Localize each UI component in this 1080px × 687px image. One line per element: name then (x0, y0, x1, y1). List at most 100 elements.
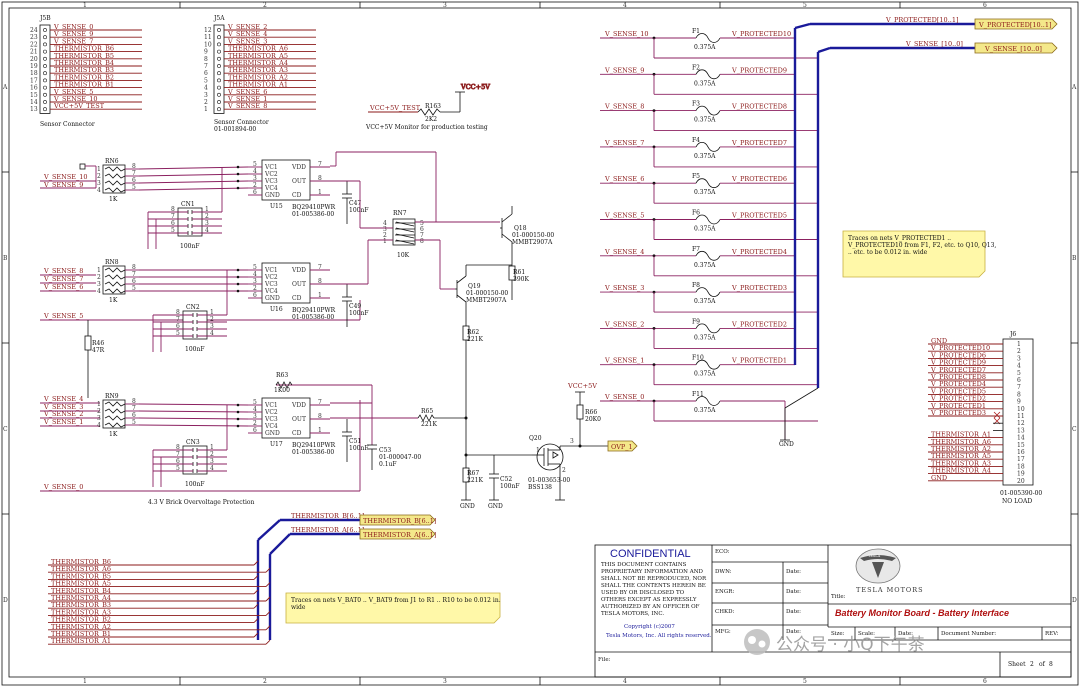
j6-net-label: THERMISTOR_A4 (931, 467, 991, 475)
j5b-ref: J5B (39, 15, 51, 22)
legal-4: SHALL THE CONTENTS HEREIN BE (601, 583, 706, 589)
r63-value: 1K00 (274, 387, 290, 394)
border-col-5-top: 5 (803, 2, 807, 9)
j5b-net-label: THERMISTOR_B1 (54, 81, 114, 89)
svg-text:8: 8 (176, 309, 180, 316)
ic-pin-label: VC3 (264, 281, 278, 288)
ic-pin-label: GND (265, 430, 280, 437)
j6-net-label: GND (931, 474, 947, 482)
j5b-net-label: THERMISTOR_B4 (54, 59, 114, 67)
j6-body (1002, 338, 1034, 486)
j6-net-label: V_PROTECTED9 (930, 359, 986, 367)
svg-text:1: 1 (97, 166, 101, 173)
fuse-ref: F7 (692, 246, 700, 253)
j5b-net-label: THERMISTOR_B2 (54, 73, 114, 81)
border-col-5-bottom: 5 (803, 678, 807, 685)
fuse-input-net: V_SENSE_8 (604, 103, 644, 111)
rn7-ref: RN7 (393, 210, 407, 217)
field-title: Title: (831, 594, 846, 600)
svg-text:5: 5 (132, 184, 136, 191)
j5a-net-label: THERMISTOR_A6 (228, 45, 288, 53)
svg-text:2: 2 (205, 213, 209, 220)
r67-value: 221K (467, 477, 483, 484)
svg-text:1: 1 (205, 206, 209, 213)
svg-text:3: 3 (570, 438, 574, 445)
ic-pin-label: VC2 (264, 274, 278, 281)
thermistor-net-label: THERMISTOR_B3 (51, 601, 111, 609)
ic-pin-number: 8 (318, 278, 322, 285)
therm-b-port[interactable]: THERMISTOR_B[6..1] (363, 517, 436, 525)
j5a-pin-num: 9 (204, 49, 208, 56)
vcc-test-rail: VCC+5V (460, 83, 490, 91)
svg-text:8: 8 (420, 238, 424, 245)
fuse-input-net: V_SENSE_3 (604, 284, 644, 292)
ic-part: BQ29410PWR (292, 442, 336, 449)
j5a-net-label: V_SENSE_2 (227, 23, 267, 31)
svg-text:5: 5 (132, 419, 136, 426)
fuse-ref: F6 (692, 210, 700, 217)
gnd-label-fuse: GND (779, 441, 794, 448)
ic-pin-label: VC2 (264, 171, 278, 178)
rn7-network: RN7 10K 4 3 2 1 5 6 7 8 (330, 151, 500, 290)
fuse-note-line-2: V_PROTECTED10 from F1, F2, etc. to Q10, … (847, 242, 996, 249)
fuse-output-net: V_PROTECTED4 (731, 248, 787, 256)
j5b-net-label: VCC+5V_TEST (53, 102, 105, 110)
sheet-label: Sheet (1008, 661, 1026, 668)
vprotected-port[interactable]: V_PROTECTED[10..1] (978, 21, 1052, 29)
fuse-note-line-1: Traces on nets V_PROTECTED1 .. (848, 235, 951, 242)
doc-title: Battery Monitor Board - Battery Interfac… (835, 608, 1009, 618)
fuse-value: 0.375A (694, 298, 716, 305)
svg-text:6: 6 (171, 220, 175, 227)
bat-note-line-2: wide (291, 604, 306, 611)
thermistor-net-label: THERMISTOR_B5 (51, 572, 111, 580)
ic-ref: U16 (270, 306, 283, 313)
ic-pin-label: GND (265, 192, 280, 199)
svg-text:6: 6 (132, 412, 136, 419)
q19-transistor: Q19 01-000150-00 MMBT2907A R62 221K (455, 264, 512, 470)
j5a-desc: Sensor Connector (214, 119, 269, 126)
j6-pin-num: 9 (1017, 399, 1021, 406)
fuse-value: 0.375A (694, 44, 716, 51)
j5a-pin-num: 12 (204, 27, 212, 34)
field-chkd-date: Date: (786, 609, 801, 615)
u17-in-vsense2: V_SENSE_2 (43, 410, 83, 418)
border-row-a-left: A (2, 84, 8, 91)
fuse-value: 0.375A (694, 371, 716, 378)
j6-net-label: GND (931, 337, 947, 345)
j6-net-label: V_PROTECTED3 (930, 409, 986, 417)
j5b-pin-num: 14 (30, 99, 38, 106)
legal-3: SHALL NOT BE REPRODUCED, NOR (601, 576, 707, 582)
legal-7: AUTHORIZED BY AN OFFICER OF (600, 604, 700, 610)
j6-pin-num: 7 (1017, 384, 1021, 391)
j5b-pin-num: 17 (30, 77, 38, 84)
ic-pin-label: VC1 (264, 164, 278, 171)
ic-pin-number: 3 (253, 413, 257, 420)
therm-a-port[interactable]: THERMISTOR_A[6..1] (363, 531, 436, 539)
field-date: Date: (898, 631, 913, 637)
border-row-a-right: A (1071, 84, 1077, 91)
svg-text:4: 4 (210, 330, 214, 337)
fuse-output-net: V_PROTECTED5 (731, 212, 787, 220)
svg-text:2: 2 (97, 173, 101, 180)
thermistor-net-label: THERMISTOR_A2 (51, 623, 111, 631)
field-mfg-date: Date: (786, 629, 801, 635)
legal-6: OTHERS EXCEPT AS EXPRESSLY (601, 597, 697, 603)
ic-pn: 01-005386-00 (292, 449, 334, 456)
j5b-pin-num: 21 (30, 49, 38, 56)
ic-pin-number: 4 (253, 271, 257, 278)
gnd-label-c52: GND (488, 503, 503, 510)
svg-text:8: 8 (132, 264, 136, 271)
svg-text:1: 1 (210, 444, 214, 451)
j6-net-label: V_PROTECTED2 (930, 395, 986, 403)
svg-text:8: 8 (132, 398, 136, 405)
j5b-pin-num: 19 (30, 63, 38, 70)
vsense-port[interactable]: V_SENSE_[10..0] (984, 45, 1042, 53)
field-engr-date: Date: (786, 589, 801, 595)
